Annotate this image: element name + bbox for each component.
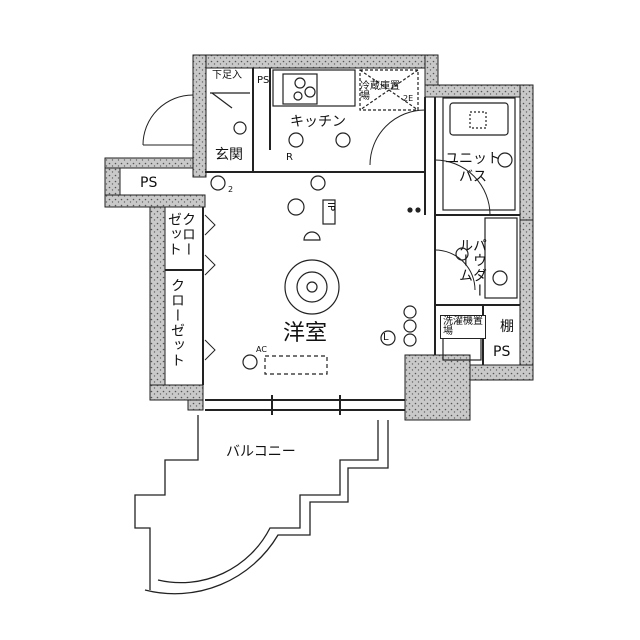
r-label: R [286,152,293,163]
outlet-2e-label: 2E [403,94,414,103]
western-room-label: 洋室 [283,321,328,346]
closet-lower-label: クローゼット [169,278,185,368]
unit-bath-label: ユニットバス [445,151,501,186]
balcony-label: バルコニー [226,444,296,460]
outlet-2-label: 2 [228,185,234,194]
entrance-label: 玄関 [215,147,243,163]
ip-label: IP [325,202,336,211]
fridge-space-label: 冷蔵庫置場 [360,81,400,102]
walls [104,54,534,421]
powder-room-label: パウダールーム [457,238,487,298]
washer-space-label: 洗濯機置場 [440,315,486,339]
shoe-storage-label: 下足入 [212,70,242,81]
ac-label: AC [256,345,267,354]
ps-left-label: PS [140,175,158,191]
kitchen-label: キッチン [290,114,346,130]
l-label: L [383,332,389,343]
shelf-label: 棚 [500,319,514,335]
room-fixtures [210,175,421,375]
partitions [165,68,520,415]
ps-right-label: PS [493,344,511,360]
balcony-outline [134,415,389,595]
closet-upper-label: クローゼット [166,212,196,257]
door-swings [142,94,491,291]
closet-marks [204,214,216,361]
kitchen-fixtures [210,69,419,148]
ps-top-label: PS [257,75,270,86]
bath-fixtures [442,97,516,211]
